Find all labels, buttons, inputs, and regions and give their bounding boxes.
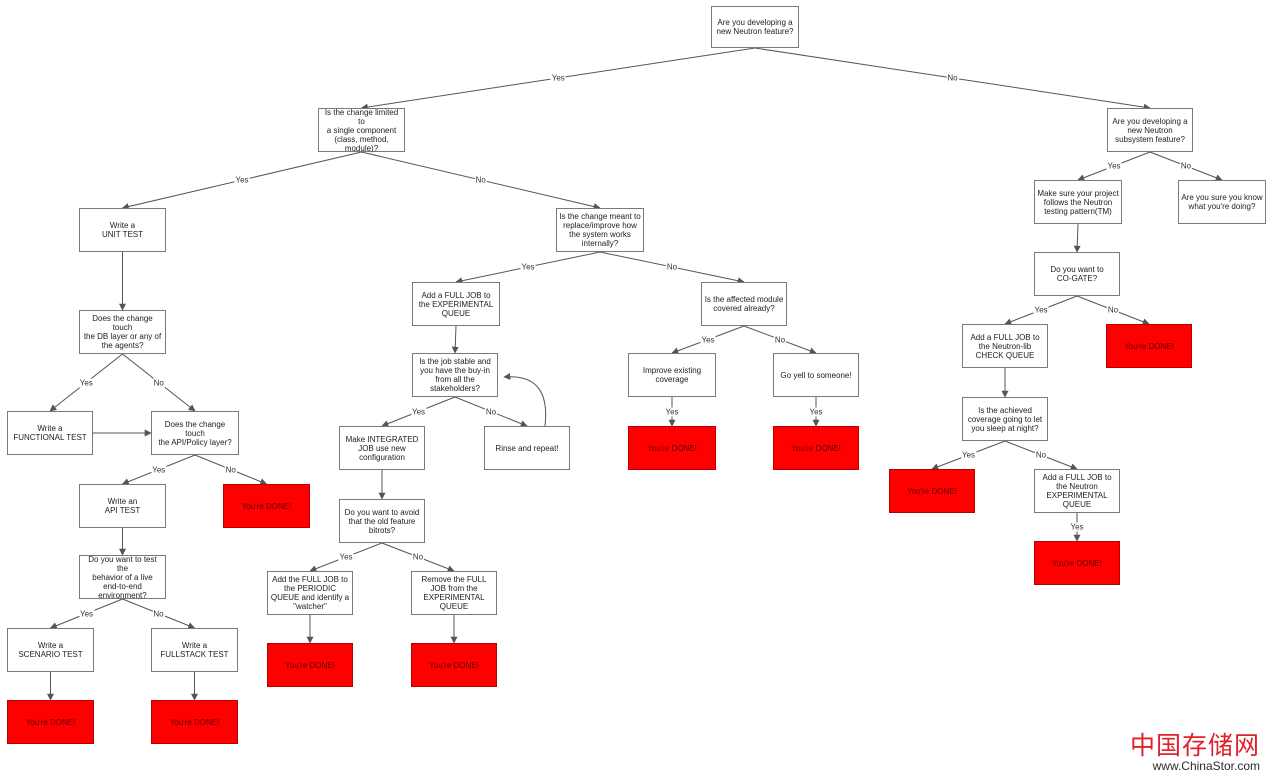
done-node-done-exp2: You're DONE! bbox=[1034, 541, 1120, 585]
node-remove-full: Remove the FULL JOB from the EXPERIMENTA… bbox=[411, 571, 497, 615]
edge-label-yes: Yes bbox=[338, 552, 354, 562]
edge-label-yes: Yes bbox=[78, 609, 95, 618]
node-make-integrated: Make INTEGRATED JOB use new configuratio… bbox=[339, 426, 425, 470]
edge-label-yes: Yes bbox=[151, 465, 167, 474]
node-q-db: Does the change touch the DB layer or an… bbox=[79, 310, 166, 354]
node-unit-test: Write a UNIT TEST bbox=[79, 208, 166, 252]
edge-label-no: No bbox=[1179, 161, 1193, 171]
node-q-stable: Is the job stable and you have the buy-i… bbox=[412, 353, 498, 397]
edge-label-yes: Yes bbox=[700, 335, 716, 344]
done-node-done-fullstack: You're DONE! bbox=[151, 700, 238, 744]
node-q-limited: Is the change limited to a single compon… bbox=[318, 108, 405, 153]
node-q-replace: Is the change meant to replace/improve h… bbox=[556, 208, 644, 252]
node-functional-test: Write a FUNCTIONAL TEST bbox=[7, 411, 93, 455]
done-node-done-sleep-yes: You're DONE! bbox=[889, 469, 975, 513]
node-go-yell: Go yell to someone! bbox=[773, 353, 859, 397]
node-q-coverage-sleep: Is the achieved coverage going to let yo… bbox=[962, 397, 1048, 441]
node-q-feature: Are you developing a new Neutron feature… bbox=[711, 6, 799, 48]
watermark-brand: 中国存储网 bbox=[1129, 731, 1260, 760]
done-node-done-api-no: You're DONE! bbox=[223, 484, 310, 528]
edge-label-yes: Yes bbox=[960, 450, 977, 460]
node-api-test: Write an API TEST bbox=[79, 484, 166, 528]
done-node-done-cogate-no: You're DONE! bbox=[1106, 324, 1192, 368]
node-improve-cov: Improve existing coverage bbox=[628, 353, 716, 397]
node-rinse: Rinse and repeat! bbox=[484, 426, 570, 470]
node-q-live-env: Do you want to test the behavior of a li… bbox=[79, 555, 166, 600]
done-node-done-improve: You're DONE! bbox=[628, 426, 716, 470]
node-q-cogate: Do you want to CO-GATE? bbox=[1034, 252, 1120, 296]
edge-label-no: No bbox=[152, 378, 165, 387]
node-q-api: Does the change touch the API/Policy lay… bbox=[151, 411, 239, 455]
edge-label-no: No bbox=[224, 465, 237, 474]
done-node-done-remove: You're DONE! bbox=[411, 643, 497, 687]
node-periodic: Add the FULL JOB to the PERIODIC QUEUE a… bbox=[267, 571, 353, 615]
edge-label-yes: Yes bbox=[520, 262, 536, 272]
node-scenario-test: Write a SCENARIO TEST bbox=[7, 628, 94, 672]
edge-label-yes: Yes bbox=[1033, 305, 1049, 315]
edge-label-no: No bbox=[665, 262, 679, 272]
node-sure-know: Are you sure you know what you're doing? bbox=[1178, 180, 1266, 224]
node-fullstack-test: Write a FULLSTACK TEST bbox=[151, 628, 238, 672]
edge-full-job-exp-to-q-stable bbox=[451, 325, 459, 354]
node-full-job-exp: Add a FULL JOB to the EXPERIMENTAL QUEUE bbox=[412, 282, 500, 326]
edge-label-no: No bbox=[946, 73, 959, 83]
done-node-done-periodic: You're DONE! bbox=[267, 643, 353, 687]
edge-label-no: No bbox=[411, 552, 425, 562]
edge-label-no: No bbox=[1106, 305, 1120, 315]
node-q-subsystem: Are you developing a new Neutron subsyst… bbox=[1107, 108, 1193, 152]
edge-testing-pattern-to-q-cogate bbox=[1073, 223, 1081, 253]
edge-label-yes: Yes bbox=[1069, 522, 1085, 532]
edge-label-yes: Yes bbox=[410, 407, 427, 416]
edge-label-yes: Yes bbox=[234, 175, 250, 185]
edge-label-no: No bbox=[152, 609, 165, 618]
edge-label-yes: Yes bbox=[808, 407, 824, 416]
edge-label-yes: Yes bbox=[664, 407, 680, 416]
node-q-bitrots: Do you want to avoid that the old featur… bbox=[339, 499, 425, 543]
edge-label-no: No bbox=[484, 407, 498, 416]
node-q-module-covered: Is the affected module covered already? bbox=[701, 282, 787, 326]
watermark: 中国存储网 www.ChinaStor.com bbox=[1130, 732, 1260, 773]
node-full-job-exp2: Add a FULL JOB to the Neutron EXPERIMENT… bbox=[1034, 469, 1120, 513]
edge-label-no: No bbox=[1034, 450, 1048, 460]
edge-label-yes: Yes bbox=[550, 73, 566, 83]
done-node-done-scenario: You're DONE! bbox=[7, 700, 94, 744]
edge-label-no: No bbox=[474, 175, 487, 185]
edge-label-yes: Yes bbox=[78, 378, 94, 387]
node-testing-pattern: Make sure your project follows the Neutr… bbox=[1034, 180, 1122, 224]
done-node-done-yell: You're DONE! bbox=[773, 426, 859, 470]
edge-rinse-to-q-stable bbox=[503, 372, 547, 427]
edge-label-yes: Yes bbox=[1106, 161, 1122, 171]
node-full-job-check: Add a FULL JOB to the Neutron-lib CHECK … bbox=[962, 324, 1048, 368]
edge-label-no: No bbox=[773, 335, 787, 344]
watermark-url: www.ChinaStor.com bbox=[1152, 759, 1260, 773]
